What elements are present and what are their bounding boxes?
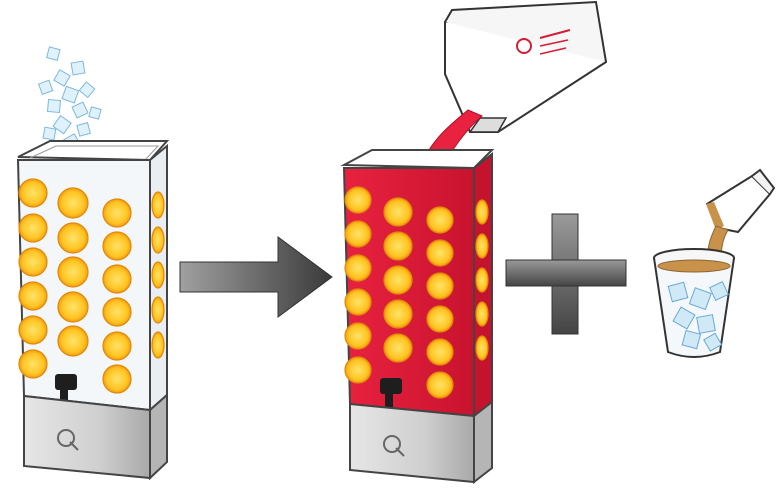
ice-cubes-icon — [667, 281, 729, 352]
ice-cubes-icon — [37, 46, 102, 151]
concentrate-bag — [444, 0, 608, 133]
plus-icon — [505, 213, 627, 335]
dispenser-1 — [16, 46, 170, 481]
orange-slices — [18, 178, 165, 394]
brand-logo-2 — [383, 435, 405, 457]
arrow-right-icon — [179, 236, 333, 318]
spigot — [380, 378, 402, 410]
brand-logo-1 — [57, 429, 79, 451]
spigot — [55, 374, 77, 408]
orange-slices — [344, 186, 489, 399]
cup-icon — [653, 248, 735, 358]
dispenser-2 — [340, 0, 608, 485]
